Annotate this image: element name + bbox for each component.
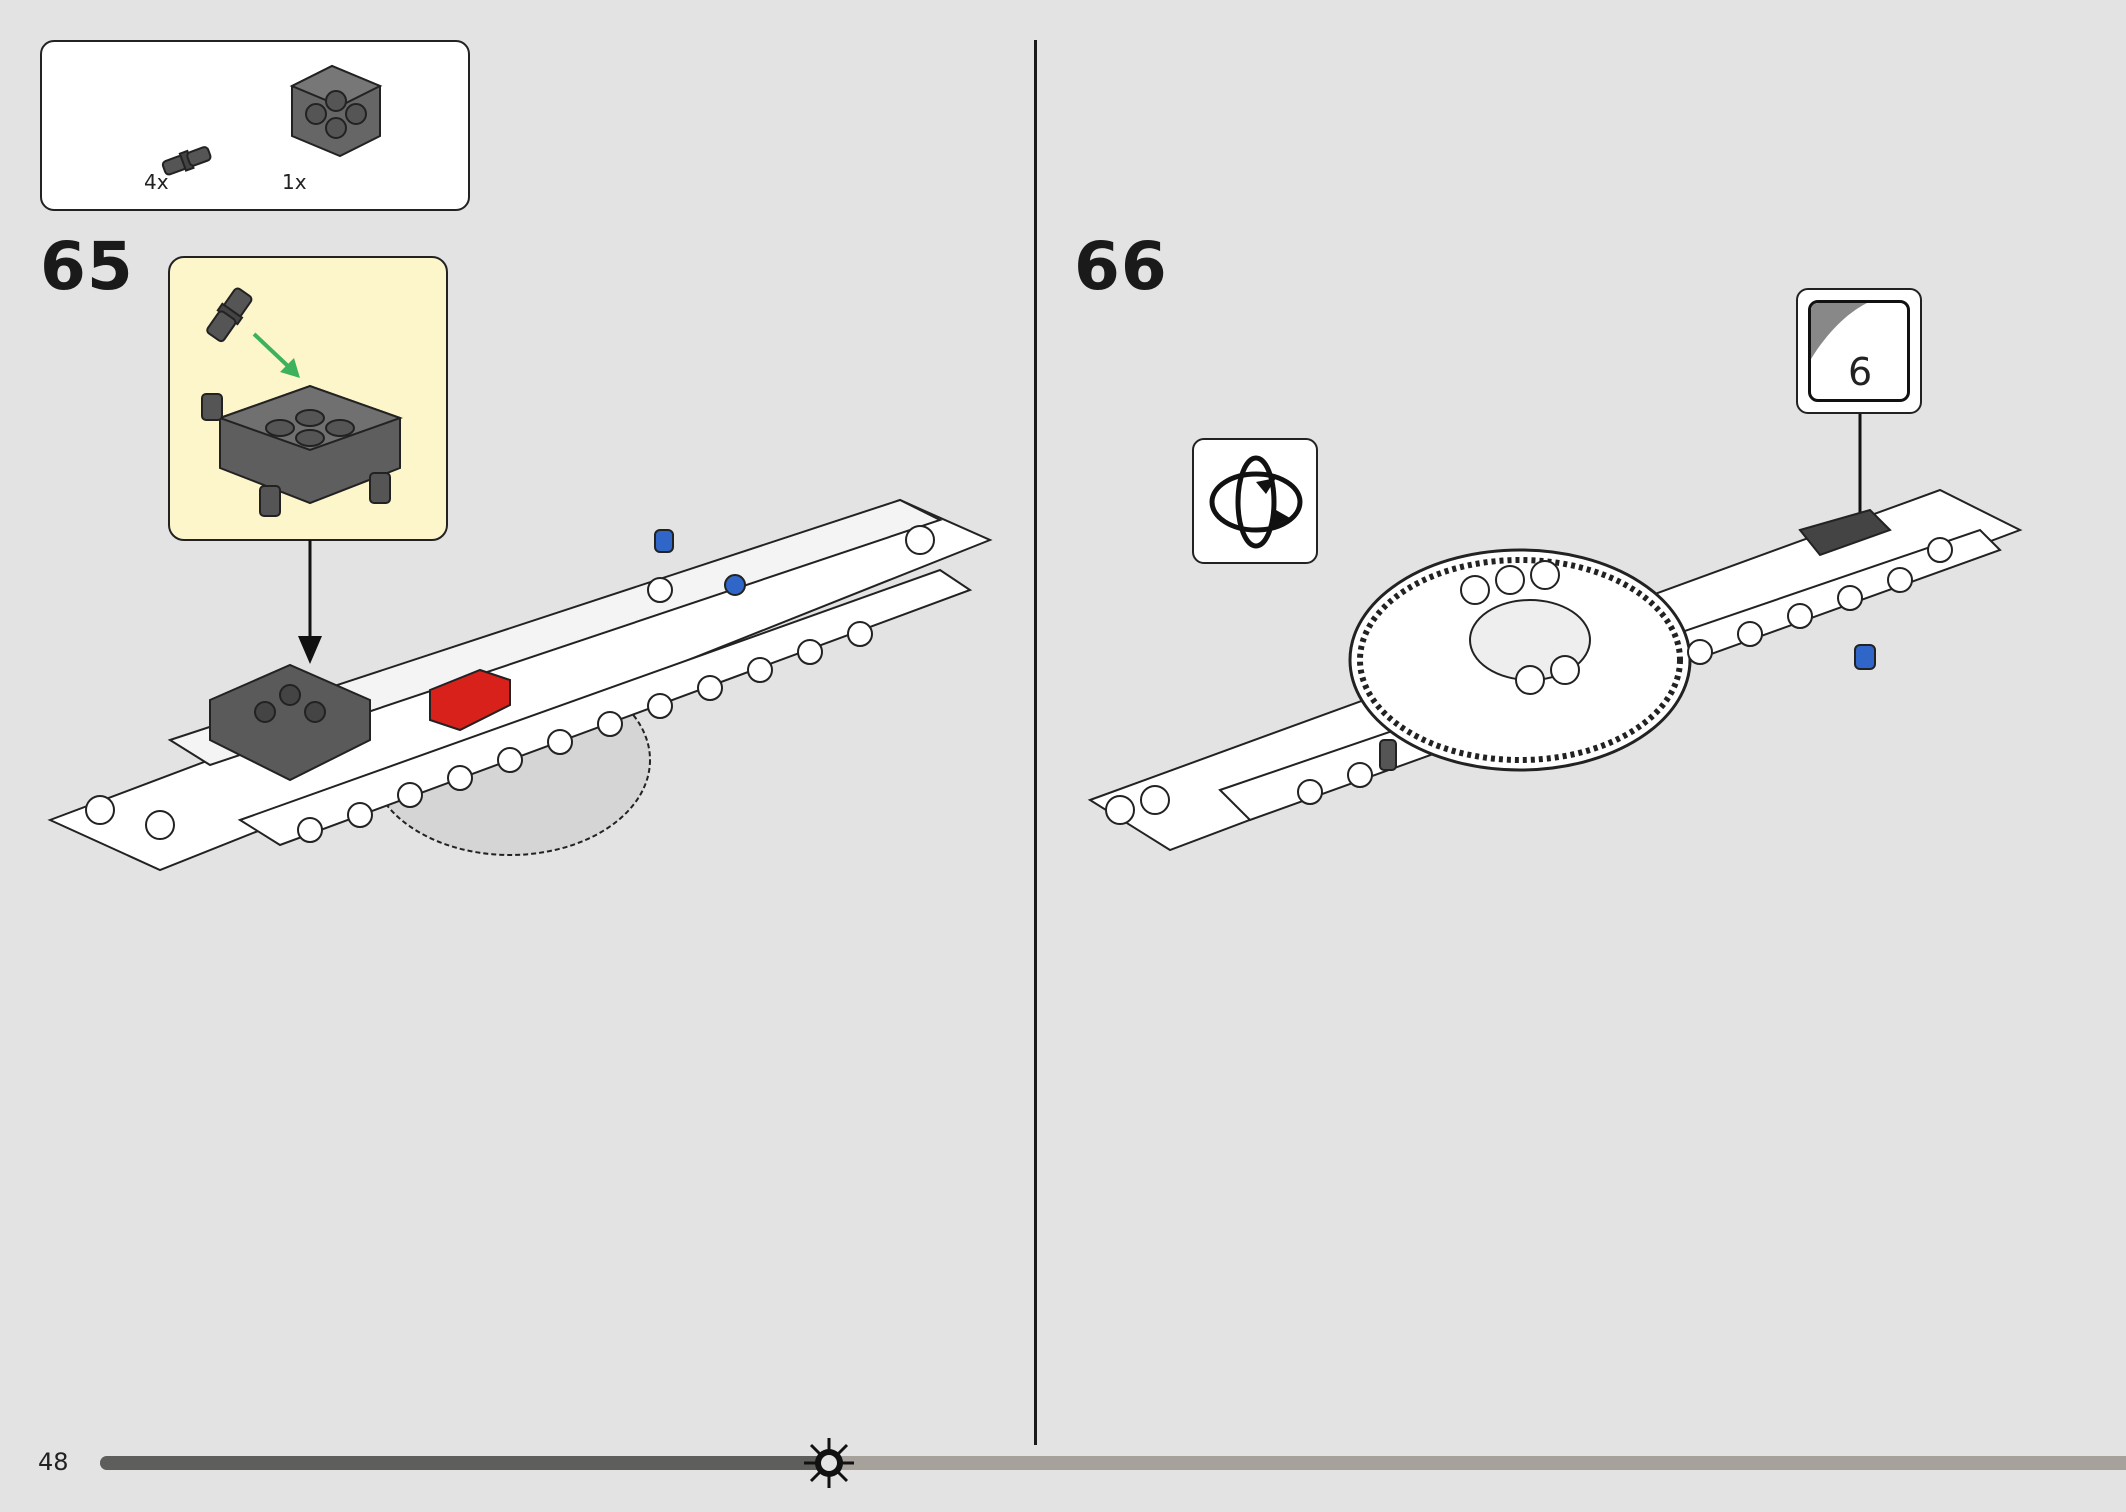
chassis-assembly-step-65 [47, 498, 993, 872]
sticker-peel-icon [1811, 303, 1867, 359]
sticker-callout: 6 [1796, 288, 1922, 414]
sticker-number: 6 [1848, 350, 1873, 394]
sticker-sheet-icon [1808, 300, 1910, 402]
part-count-plate: 1x [282, 170, 307, 194]
peg-icon [206, 287, 253, 343]
rotate-model-box [1192, 438, 1318, 564]
page-number: 48 [38, 1448, 69, 1476]
plate-connector-with-pegs-icon [201, 384, 403, 517]
chassis-assembly-step-66 [1087, 488, 2023, 852]
part-count-pegs: 4x [144, 170, 169, 194]
step-number-65: 65 [40, 228, 134, 305]
sub-assembly-callout [168, 256, 448, 541]
rotate-model-icon [1209, 455, 1303, 549]
green-insert-arrow-icon [252, 332, 300, 378]
progress-fill [100, 1456, 829, 1470]
page-divider [1034, 40, 1037, 1445]
parts-list-box: 4x 1x [40, 40, 470, 211]
progress-gear-icon [804, 1438, 854, 1488]
dark-gray-plate-connector-icon [289, 64, 383, 158]
connector-peg-icon [161, 146, 212, 176]
progress-track [100, 1456, 2126, 1470]
down-arrow-icon [298, 540, 322, 664]
step-number-66: 66 [1074, 228, 1168, 305]
